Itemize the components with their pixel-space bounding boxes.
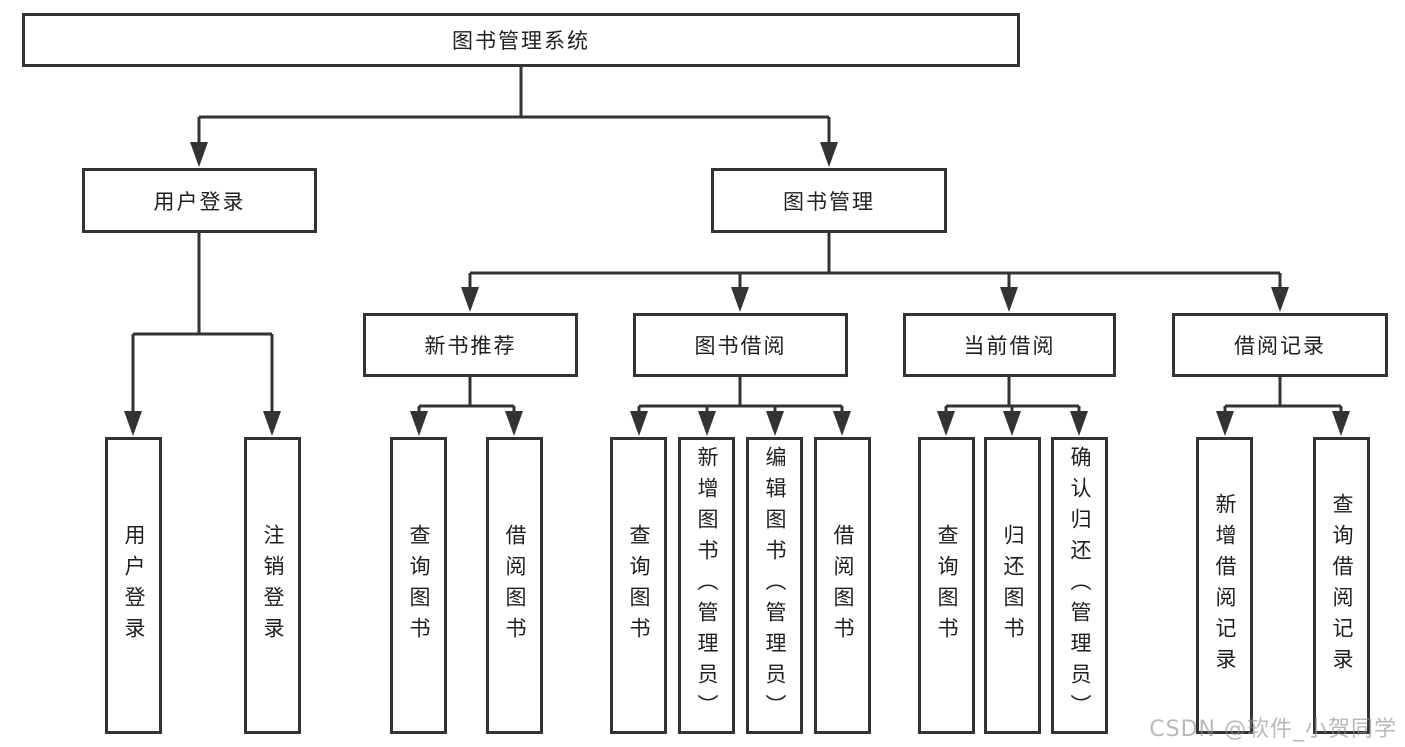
arrowhead-user-login-leaf (124, 411, 142, 436)
connector-borrow-records-split (1223, 377, 1343, 432)
node-user-login: 用户登录 (82, 168, 317, 233)
node-bb-edit: 编辑图书（管理员） (746, 437, 803, 734)
arrowhead-bb-edit (766, 411, 784, 436)
node-book-borrow-label: 图书借阅 (694, 334, 787, 358)
node-bb-query-label: 查询图书 (627, 523, 651, 648)
node-nb-borrow-label: 借阅图书 (503, 523, 527, 648)
arrowhead-cb-confirm (1070, 411, 1088, 436)
arrowhead-book-borrow (731, 287, 749, 312)
node-cb-query-label: 查询图书 (935, 523, 959, 648)
node-br-query: 查询借阅记录 (1313, 437, 1370, 734)
arrowhead-nb-borrow (505, 411, 523, 436)
node-user-login-label: 用户登录 (153, 189, 246, 214)
node-bb-borrow-label: 借阅图书 (831, 523, 855, 648)
node-nb-borrow: 借阅图书 (486, 437, 543, 734)
node-book-mgmt: 图书管理 (711, 168, 947, 233)
node-bb-add-label: 新增图书（管理员） (695, 446, 719, 725)
node-current-borrow: 当前借阅 (903, 313, 1116, 377)
node-user-login-leaf-label: 用户登录 (122, 523, 146, 648)
arrowhead-br-add (1216, 411, 1234, 436)
node-borrow-records: 借阅记录 (1172, 313, 1388, 377)
node-new-book-rec-label: 新书推荐 (424, 334, 517, 358)
arrowhead-bb-query (630, 411, 648, 436)
node-book-mgmt-label: 图书管理 (783, 189, 875, 214)
node-root: 图书管理系统 (22, 13, 1020, 67)
node-bb-query: 查询图书 (610, 437, 667, 734)
node-cb-return-label: 归还图书 (1001, 523, 1025, 648)
arrowhead-bb-borrow (833, 411, 851, 436)
node-book-borrow: 图书借阅 (633, 313, 848, 377)
arrowhead-nb-query (410, 411, 428, 436)
node-bb-edit-label: 编辑图书（管理员） (763, 446, 787, 725)
arrowhead-cb-query (937, 411, 955, 436)
arrowhead-borrow-records (1271, 287, 1289, 312)
node-current-borrow-label: 当前借阅 (963, 334, 1056, 358)
connector-user-login-split (131, 233, 274, 432)
node-logout-leaf-label: 注销登录 (261, 523, 285, 648)
node-nb-query: 查询图书 (390, 437, 447, 734)
connector-book-borrow-split (637, 377, 844, 432)
node-bb-add: 新增图书（管理员） (678, 437, 735, 734)
node-br-query-label: 查询借阅记录 (1330, 492, 1354, 679)
node-br-add-label: 新增借阅记录 (1213, 492, 1237, 679)
arrowhead-user-login (190, 142, 208, 167)
csdn-watermark: CSDN @软件_小贺同学 (1149, 717, 1397, 742)
node-cb-confirm-label: 确认归还（管理员） (1068, 446, 1092, 725)
node-nb-query-label: 查询图书 (407, 523, 431, 648)
arrowhead-cb-return (1003, 411, 1021, 436)
connector-root-split (197, 67, 831, 163)
node-logout-leaf: 注销登录 (244, 437, 301, 734)
arrowhead-bb-add (698, 411, 716, 436)
node-br-add: 新增借阅记录 (1196, 437, 1253, 734)
connector-book-mgmt-split (468, 233, 1282, 308)
node-cb-confirm: 确认归还（管理员） (1051, 437, 1108, 734)
arrowhead-br-query (1332, 411, 1350, 436)
node-cb-return: 归还图书 (984, 437, 1041, 734)
arrowhead-new-book-rec (461, 287, 479, 312)
node-root-label: 图书管理系统 (452, 29, 590, 53)
arrowhead-book-mgmt (820, 142, 838, 167)
node-new-book-rec: 新书推荐 (363, 313, 578, 377)
arrowhead-current-borrow (1000, 287, 1018, 312)
connector-new-book-rec-split (417, 377, 516, 432)
node-bb-borrow: 借阅图书 (814, 437, 871, 734)
arrowhead-logout-leaf (263, 411, 281, 436)
node-cb-query: 查询图书 (918, 437, 975, 734)
node-user-login-leaf: 用户登录 (105, 437, 162, 734)
node-borrow-records-label: 借阅记录 (1234, 334, 1326, 358)
